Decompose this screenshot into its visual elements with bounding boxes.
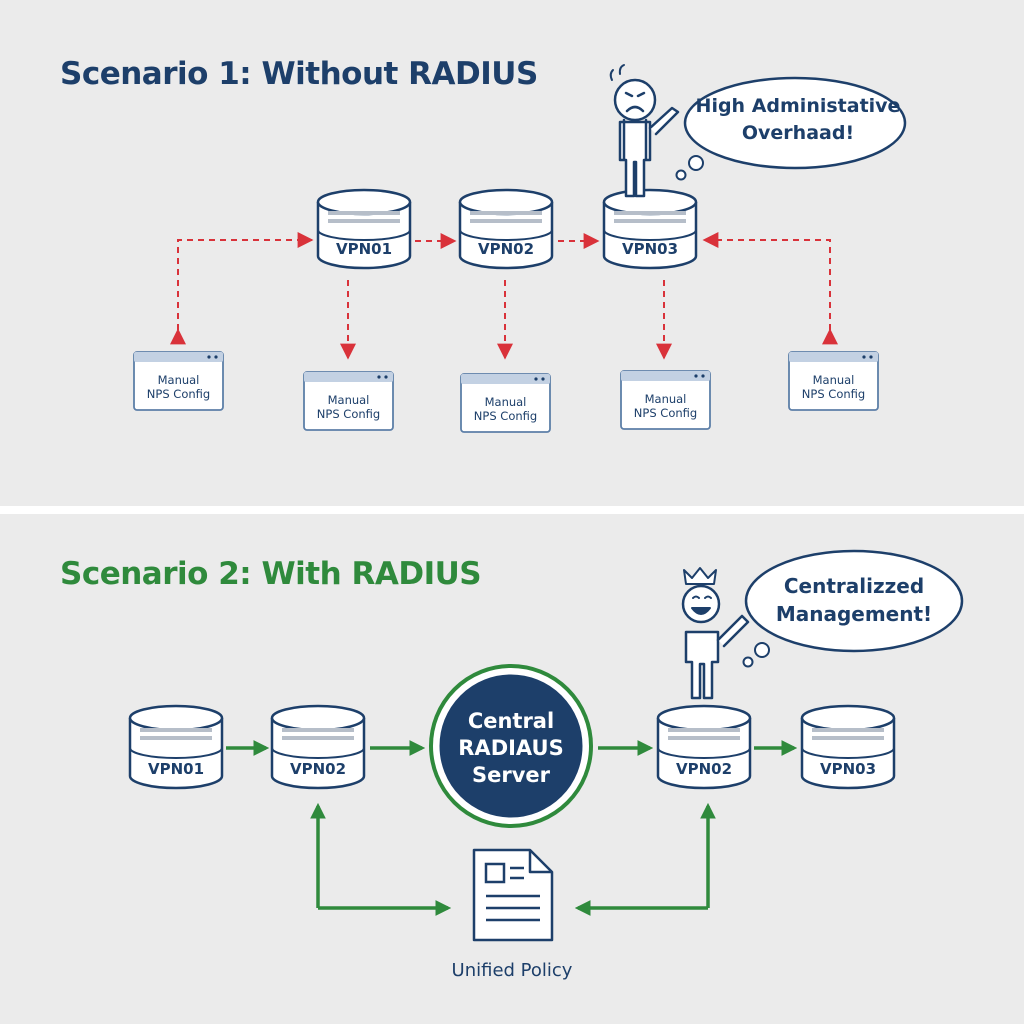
config-window-2: Manual NPS Config	[303, 371, 394, 431]
config-label-line2: NPS Config	[474, 409, 537, 423]
config-label-line1: Manual	[485, 395, 527, 409]
config-window-3: Manual NPS Config	[460, 373, 551, 433]
server-vpn02-right-s2: VPN02	[656, 704, 752, 790]
server-label: VPN02	[478, 240, 534, 258]
central-line1: Central	[468, 709, 554, 733]
config-label-line2: NPS Config	[634, 406, 697, 420]
scenario2-title: Scenario 2: With RADIUS	[60, 556, 482, 592]
config-window-5: Manual NPS Config	[788, 351, 879, 411]
server-label: VPN03	[820, 760, 876, 778]
config-label-line2: NPS Config	[317, 407, 380, 421]
central-radius-server: Central RADIAUS Server	[429, 664, 593, 828]
server-vpn03-s1: VPN03	[602, 188, 698, 270]
central-line3: Server	[472, 763, 551, 787]
config-label-line1: Manual	[813, 373, 855, 387]
section-divider	[0, 506, 1024, 514]
speech-line1: Centralizzed	[784, 574, 924, 598]
connector-left-to-vpn01	[170, 232, 314, 345]
config-label-line1: Manual	[328, 393, 370, 407]
speech-line1: High Administative	[696, 95, 901, 117]
policy-document-icon	[472, 848, 554, 942]
central-line2: RADIAUS	[458, 736, 563, 760]
server-label: VPN01	[148, 760, 204, 778]
stressed-person-icon	[609, 64, 680, 198]
server-label: VPN03	[622, 240, 678, 258]
config-label-line1: Manual	[645, 392, 687, 406]
speech-bubble-overhead: High Administative Overhaad!	[675, 76, 907, 181]
server-label: VPN02	[676, 760, 732, 778]
speech-line2: Overhaad!	[742, 122, 854, 144]
scenario1-connectors	[170, 232, 838, 360]
config-window-1: Manual NPS Config	[133, 351, 224, 411]
scenario1-title: Scenario 1: Without RADIUS	[60, 56, 538, 92]
server-label: VPN01	[336, 240, 392, 258]
server-vpn02-left-s2: VPN02	[270, 704, 366, 790]
config-label-line1: Manual	[158, 373, 200, 387]
server-vpn01-s2: VPN01	[128, 704, 224, 790]
scenario2-arrows	[226, 740, 798, 916]
speech-bubble-centralized: Centralizzed Management!	[742, 549, 964, 668]
server-vpn01-s1: VPN01	[316, 188, 412, 270]
policy-label: Unified Policy	[452, 960, 573, 981]
config-label-line2: NPS Config	[147, 387, 210, 401]
config-window-4: Manual NPS Config	[620, 370, 711, 430]
config-label-line2: NPS Config	[802, 387, 865, 401]
connector-right-to-vpn03	[702, 232, 838, 345]
server-label: VPN02	[290, 760, 346, 778]
server-vpn03-s2: VPN03	[800, 704, 896, 790]
happy-person-icon	[681, 567, 750, 700]
speech-line2: Management!	[776, 602, 932, 626]
server-vpn02-s1: VPN02	[458, 188, 554, 270]
